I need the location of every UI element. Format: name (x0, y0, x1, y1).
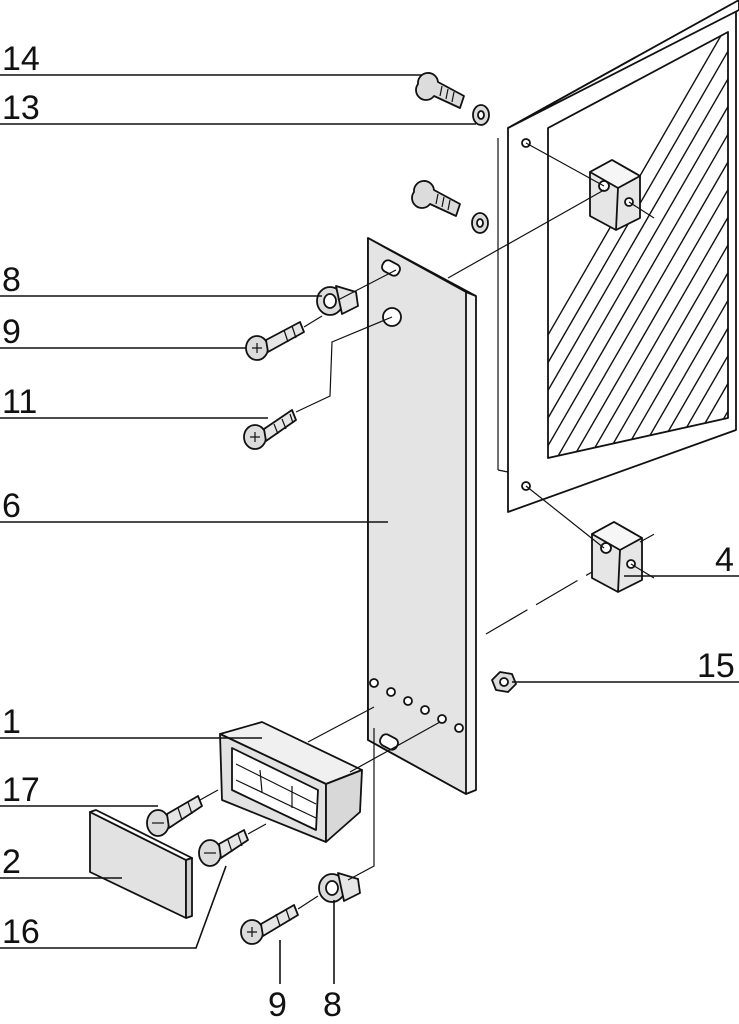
callout-15: 15 (697, 647, 735, 685)
enclosure-frame (497, 0, 739, 513)
callout-6: 6 (2, 487, 21, 525)
callout-11: 11 (2, 383, 37, 421)
front-panel (367, 237, 477, 795)
callout-17: 17 (2, 771, 40, 809)
callout-4: 4 (715, 541, 734, 579)
hatch-line (548, 32, 728, 458)
hatch-line (581, 32, 728, 458)
captive-nut-8-bottom (318, 872, 361, 903)
screw-17 (146, 795, 203, 837)
screw-9-bottom (240, 904, 299, 945)
nut-15 (491, 671, 517, 693)
clamp-block-upper (589, 159, 641, 231)
hatch-line (548, 32, 728, 458)
callout-16: 16 (2, 913, 40, 951)
washer-13-upper (472, 104, 490, 126)
assembly-axis-lines (199, 142, 659, 910)
hatch-line (565, 32, 728, 458)
washer-13-lower (471, 212, 489, 234)
callout-9-bottom: 9 (268, 986, 287, 1024)
hatch-line (549, 32, 728, 458)
hatch-line (548, 32, 728, 458)
label-plate-2 (89, 809, 193, 919)
callout-13: 13 (2, 89, 40, 127)
callout-1: 1 (2, 703, 21, 741)
hatch-line (629, 32, 728, 458)
callout-9-left: 9 (2, 313, 21, 351)
hatch-line (645, 32, 728, 458)
screw-14-lower (411, 180, 461, 217)
hatch-line (548, 32, 728, 458)
callout-8-top: 8 (2, 261, 21, 299)
clamp-block-4 (591, 521, 643, 593)
captive-nut-8-top (316, 285, 359, 316)
hatch-line (548, 32, 728, 458)
hatch-line (677, 32, 728, 458)
screw-14-upper (415, 72, 465, 109)
panel-slot-top (381, 259, 401, 277)
handle-1 (219, 721, 363, 843)
hatch-line (661, 32, 728, 458)
screw-16 (198, 829, 249, 867)
hatch-line (597, 32, 728, 458)
screw-9-top (245, 321, 305, 361)
frame-hatched-surface (547, 31, 729, 459)
hatch-line (613, 32, 728, 458)
callout-14: 14 (2, 40, 40, 78)
screw-11 (243, 409, 297, 450)
leader-lines (0, 74, 739, 984)
callout-2: 2 (2, 843, 21, 881)
callout-8-bottom: 8 (323, 986, 342, 1024)
callout-labels: 14 13 8 9 11 6 4 15 1 17 2 16 9 8 (2, 40, 735, 1024)
